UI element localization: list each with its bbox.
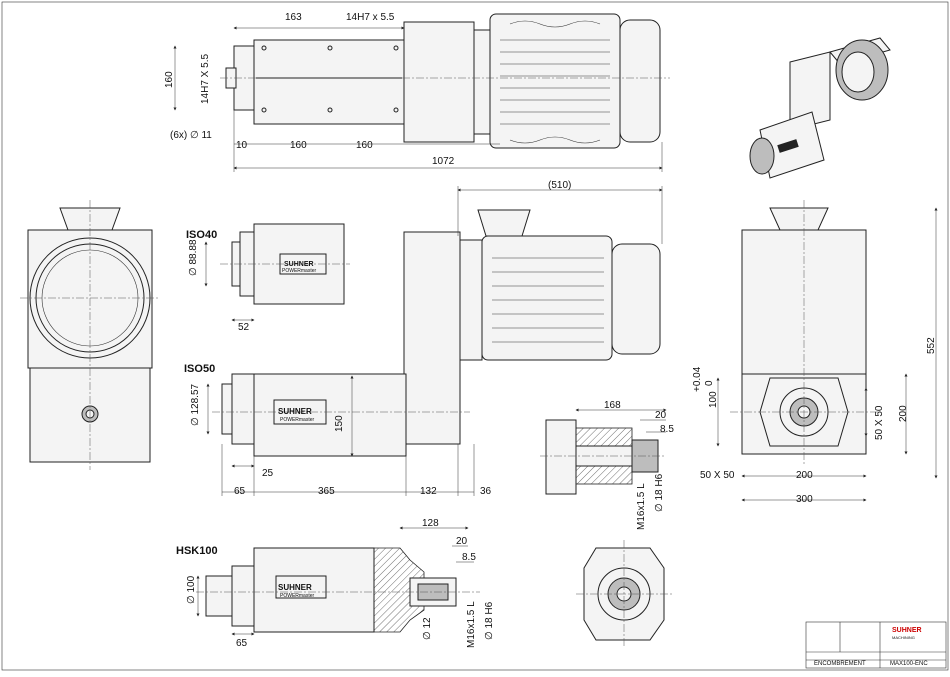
title-drawing-number: MAX100-ENC: [890, 661, 928, 667]
dim-510: (510): [548, 180, 571, 191]
front-dim-50x50-vertical: 50 X 50: [874, 405, 885, 440]
detail-dim-168: 168: [604, 400, 621, 411]
top-view: [173, 13, 670, 172]
hsk100-label: HSK100: [176, 545, 218, 557]
hsk-brand-sub: POWERmaster: [280, 593, 315, 599]
dim-1072: 1072: [432, 156, 455, 167]
detail-dim-8-5: 8.5: [660, 424, 674, 435]
hsk-thread: M16x1.5 L: [466, 601, 477, 648]
title-company: SUHNER: [892, 627, 922, 634]
dim-160-vertical: 160: [164, 71, 175, 88]
side-view-motor: [403, 186, 938, 479]
dim-163: 163: [285, 12, 302, 23]
hsk-diameter-12: ∅ 12: [422, 617, 433, 640]
title-company-sub: MACHINING: [892, 635, 915, 640]
isometric-view: [749, 37, 891, 179]
dim-160-a: 160: [290, 140, 307, 151]
iso50-brand-sub: POWERmaster: [280, 417, 315, 423]
hsk-diameter-18: ∅ 18 H6: [484, 601, 495, 640]
title-block: [805, 621, 947, 669]
hsk-diameter-100: ∅ 100: [186, 575, 197, 604]
dim-holes: (6x) ∅ 11: [170, 130, 212, 141]
detail-diameter: ∅ 18 H6: [654, 473, 665, 512]
detail-thread: M16x1.5 L: [636, 483, 647, 530]
dim-fit-14h7: 14H7 x 5.5: [346, 12, 395, 23]
iso50-dim-132: 132: [420, 486, 437, 497]
dim-552: 552: [926, 337, 937, 354]
iso50-label: ISO50: [184, 363, 215, 375]
hsk-dim-65: 65: [236, 638, 248, 649]
front-tolerance-upper: +0.04: [692, 366, 703, 392]
iso40-label: ISO40: [186, 229, 217, 241]
iso50-diameter: ∅ 128.57: [190, 383, 201, 426]
hsk-brand-badge: SUHNER: [278, 583, 312, 592]
iso50-dim-150: 150: [334, 415, 345, 432]
front-tolerance-lower: 0: [704, 380, 715, 386]
iso40-dim-52: 52: [238, 322, 250, 333]
detail-dim-20: 20: [655, 410, 667, 421]
hsk-dim-20: 20: [456, 536, 468, 547]
iso50-view: [206, 373, 475, 496]
iso50-dim-365: 365: [318, 486, 335, 497]
front-dim-50x50-horizontal: 50 X 50: [700, 470, 735, 481]
iso50-dim-25: 25: [262, 468, 274, 479]
iso40-brand-sub: POWERmaster: [282, 268, 317, 274]
iso40-view: [204, 223, 350, 322]
iso50-dim-36: 36: [480, 486, 492, 497]
hsk100-view: [196, 526, 480, 636]
hsk-dim-8-5: 8.5: [462, 552, 476, 563]
dim-fit-vertical: 14H7 X 5.5: [200, 54, 211, 104]
detail-section-view: [540, 408, 667, 495]
dim-10: 10: [236, 140, 248, 151]
front-dim-300: 300: [796, 494, 813, 505]
iso40-brand-badge: SUHNER: [284, 261, 314, 268]
iso50-dim-65: 65: [234, 486, 246, 497]
hsk-dim-128: 128: [422, 518, 439, 529]
title-text: ENCOMBREMENT: [814, 661, 866, 667]
iso40-diameter: ∅ 88.88: [188, 239, 199, 276]
left-side-view: [20, 200, 160, 470]
iso50-brand-badge: SUHNER: [278, 407, 312, 416]
front-dim-200-vertical: 200: [898, 405, 909, 422]
front-view: [716, 200, 908, 502]
front-dim-200-horizontal: 200: [796, 470, 813, 481]
dim-160-b: 160: [356, 140, 373, 151]
front-dim-100: 100: [708, 391, 719, 408]
hsk-end-view: [576, 540, 672, 648]
